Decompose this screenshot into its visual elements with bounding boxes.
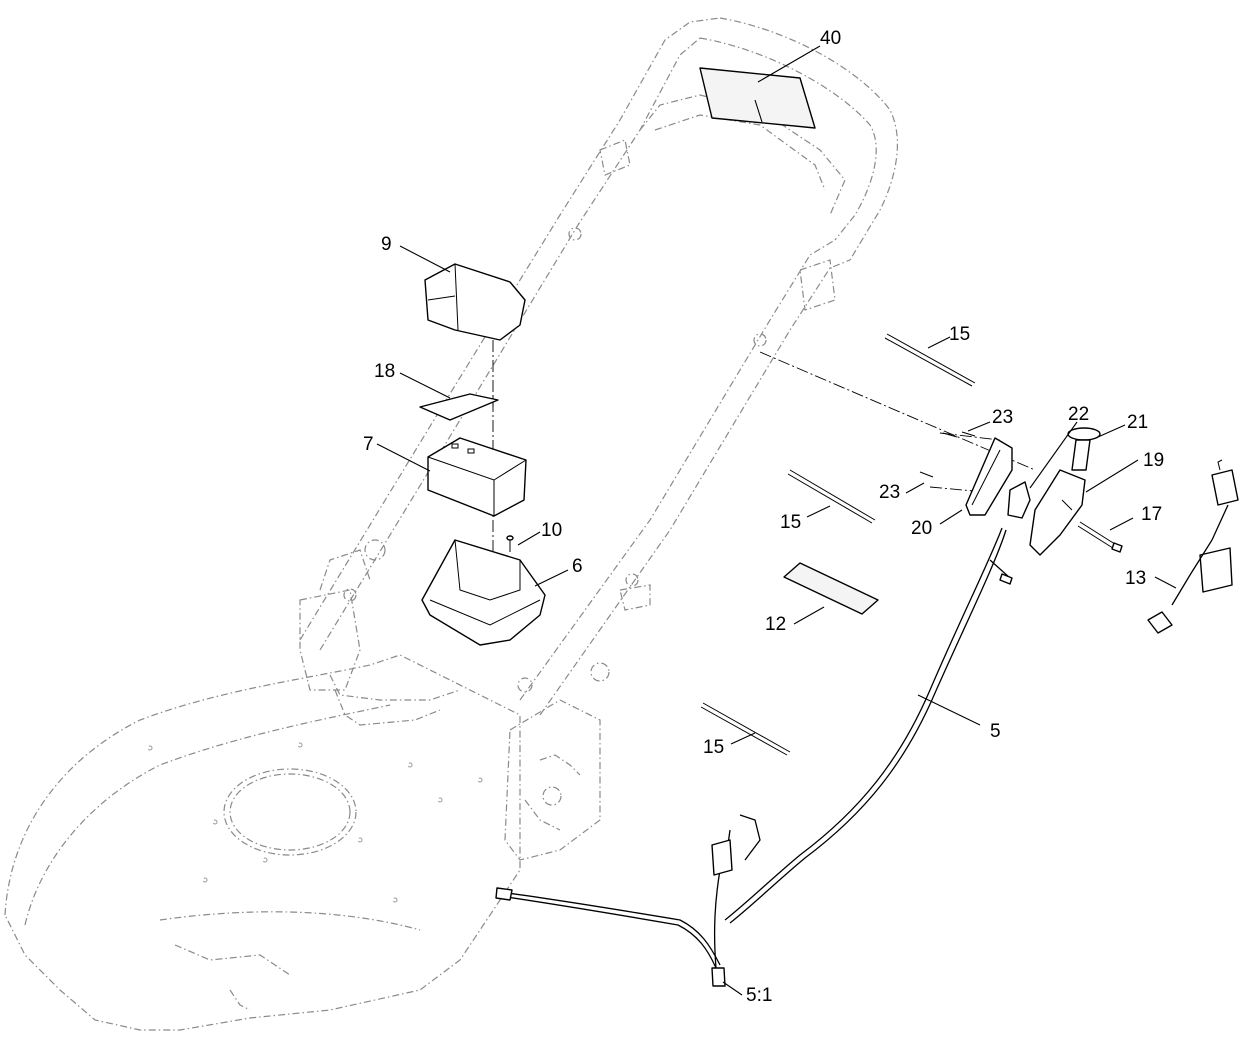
callout-15-low: 15: [703, 737, 724, 758]
callout-15-mid: 15: [780, 512, 801, 533]
callout-21: 21: [1127, 412, 1148, 433]
callout-5-1: 5:1: [746, 985, 772, 1006]
callout-20: 20: [911, 518, 932, 539]
callout-23-upper: 23: [992, 407, 1013, 428]
callout-18: 18: [374, 361, 395, 382]
callout-13: 13: [1125, 568, 1146, 589]
callout-23-lower: 23: [879, 482, 900, 503]
mower-deck-phantom: [4, 654, 521, 1031]
part-18-insulator: [419, 393, 499, 421]
part-15-cable-tie-top: [884, 333, 976, 387]
callout-40: 40: [820, 28, 841, 49]
callout-10: 10: [541, 520, 562, 541]
part-23-screws: [919, 431, 976, 478]
part-19-switch-cover: [1029, 469, 1086, 556]
part-22-switch: [1007, 481, 1031, 519]
callout-7: 7: [363, 434, 374, 455]
part-5-wire-harness: [495, 527, 1013, 987]
callout-22: 22: [1068, 404, 1089, 425]
wheel-bracket-right-phantom: [504, 662, 610, 861]
callout-9: 9: [381, 234, 392, 255]
part-6-battery-tray: [421, 539, 546, 646]
part-21-key: [1067, 427, 1101, 471]
callout-12: 12: [765, 614, 786, 635]
callout-5: 5: [990, 721, 1001, 742]
part-10-screw: [506, 535, 514, 552]
part-12-decal: [783, 562, 879, 615]
callout-19: 19: [1143, 450, 1164, 471]
part-7-battery: [427, 437, 527, 517]
part-13-charger: [1147, 459, 1239, 634]
part-17-bolt: [1077, 521, 1123, 553]
leader-lines: [376, 45, 1177, 996]
callout-labels: 40 9 18 7 10 6 15 15 15 23 23 22 21 19 2…: [363, 28, 1164, 1006]
part-20-switch-housing: [965, 437, 1013, 516]
part-15-cable-tie-mid: [787, 469, 876, 524]
callout-6: 6: [572, 556, 583, 577]
callout-17: 17: [1141, 504, 1162, 525]
callout-15-top: 15: [949, 324, 970, 345]
part-15-cable-tie-low: [700, 702, 791, 756]
assembly-center-lines: [492, 340, 1036, 620]
part-9-battery-cover: [424, 263, 526, 341]
part-40-handle-decal: [699, 67, 816, 129]
wheel-bracket-left-phantom: [299, 539, 386, 691]
